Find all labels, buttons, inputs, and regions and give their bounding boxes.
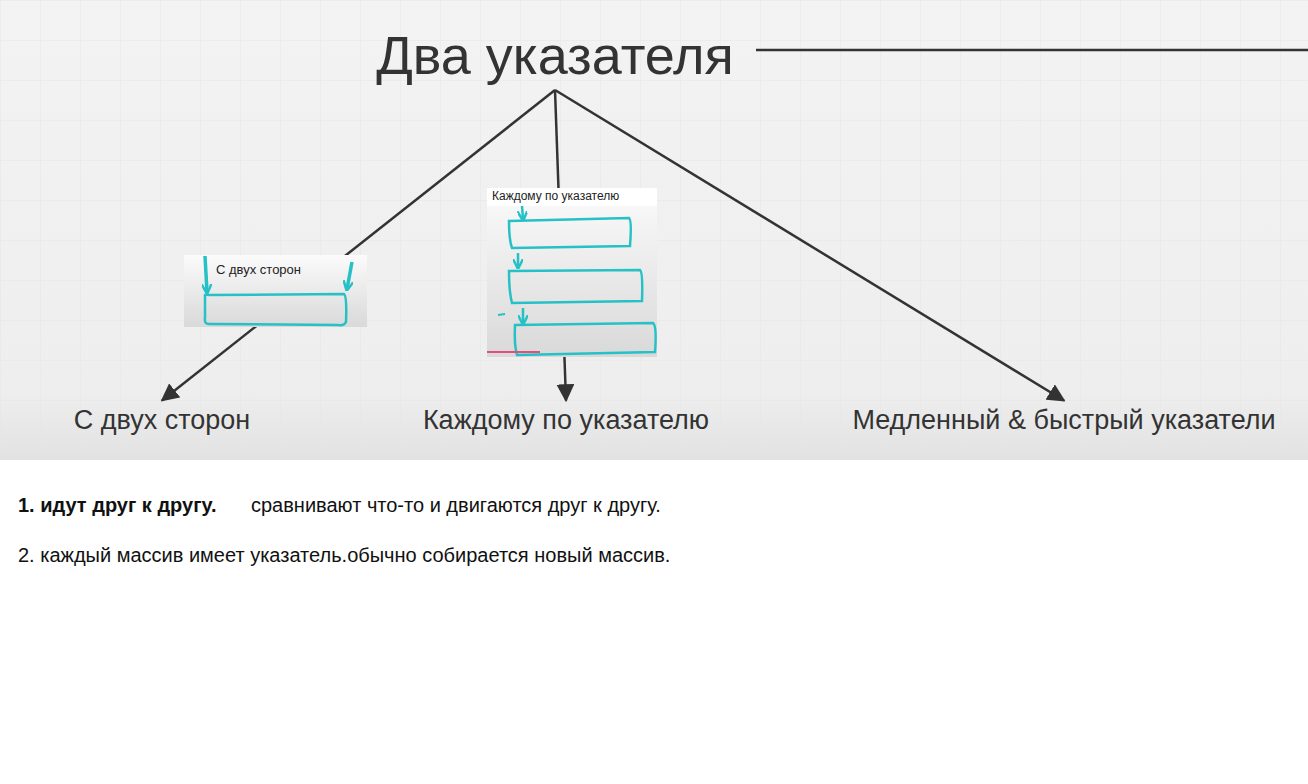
title-node: Два указателя [372,22,738,88]
two-sides-sketch [184,255,367,327]
branch-label: Каждому по указателю [419,403,713,438]
branch-label: Медленный & быстрый указатели [848,403,1279,438]
node-text: Каждому по указателю [423,405,709,436]
note-text: сравнивают что-то и двигаются друг к дру… [251,493,661,517]
sketch-caption: С двух сторон [216,262,301,278]
node-text: Медленный & быстрый указатели [852,405,1275,436]
note-heading: 1. идут друг к другу. [18,493,216,517]
node-text: С двух сторон [74,405,251,436]
board [0,0,1308,460]
pointer-each-sketch [487,188,657,357]
title-rule [756,49,1308,52]
node-text: Два указателя [376,24,734,86]
branch-label: С двух сторон [70,403,255,438]
note-text: 2. каждый массив имеет указатель.обычно … [18,543,670,567]
grid [0,0,1308,460]
sketch-caption: Каждому по указателю [492,189,619,203]
